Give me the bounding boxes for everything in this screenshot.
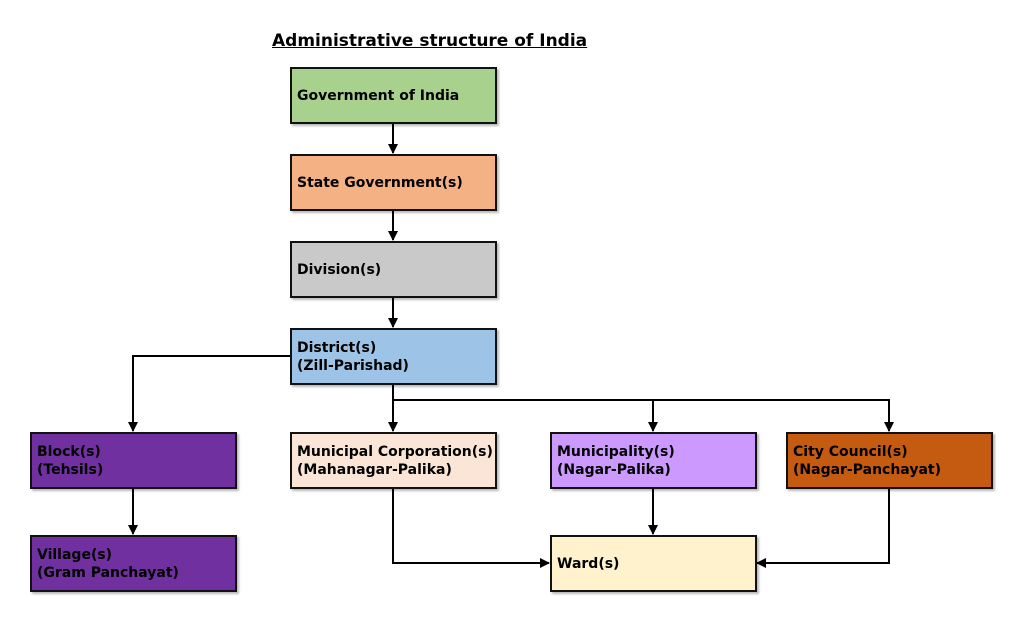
- node-block: Block(s) (Tehsils): [30, 432, 237, 489]
- node-government-of-india: Government of India: [290, 67, 497, 124]
- edge-district-to-block: [128, 355, 290, 432]
- node-label: Block(s): [37, 443, 101, 460]
- node-label: State Government(s): [297, 174, 463, 191]
- node-sublabel: (Nagar-Panchayat): [793, 461, 941, 478]
- node-label: Ward(s): [557, 555, 620, 572]
- node-label: Village(s): [37, 546, 113, 563]
- node-sublabel: (Zill-Parishad): [297, 357, 409, 374]
- edge-city_council-to-ward: [756, 489, 890, 568]
- node-label: Municipality(s): [557, 443, 675, 460]
- node-label: City Council(s): [793, 443, 908, 460]
- node-ward: Ward(s): [550, 535, 757, 592]
- node-municipal-corporation: Municipal Corporation(s) (Mahanagar-Pali…: [290, 432, 497, 489]
- node-division: Division(s): [290, 241, 497, 298]
- node-sublabel: (Tehsils): [37, 461, 104, 478]
- node-city-council: City Council(s) (Nagar-Panchayat): [786, 432, 993, 489]
- node-label: Government of India: [297, 87, 460, 104]
- node-sublabel: (Nagar-Palika): [557, 461, 671, 478]
- node-state-government: State Government(s): [290, 154, 497, 211]
- node-sublabel: (Gram Panchayat): [37, 564, 179, 581]
- edge-district-to-city_council: [653, 399, 894, 432]
- node-label: Municipal Corporation(s): [297, 443, 493, 460]
- node-district: District(s) (Zill-Parishad): [290, 328, 497, 385]
- diagram-title: Administrative structure of India: [272, 31, 588, 51]
- edge-district-to-municipality: [393, 399, 658, 432]
- node-label: District(s): [297, 339, 377, 356]
- edge-municipal_corporation-to-ward: [392, 489, 550, 568]
- node-village: Village(s) (Gram Panchayat): [30, 535, 237, 592]
- node-municipality: Municipality(s) (Nagar-Palika): [550, 432, 757, 489]
- node-label: Division(s): [297, 261, 382, 278]
- node-sublabel: (Mahanagar-Palika): [297, 461, 452, 478]
